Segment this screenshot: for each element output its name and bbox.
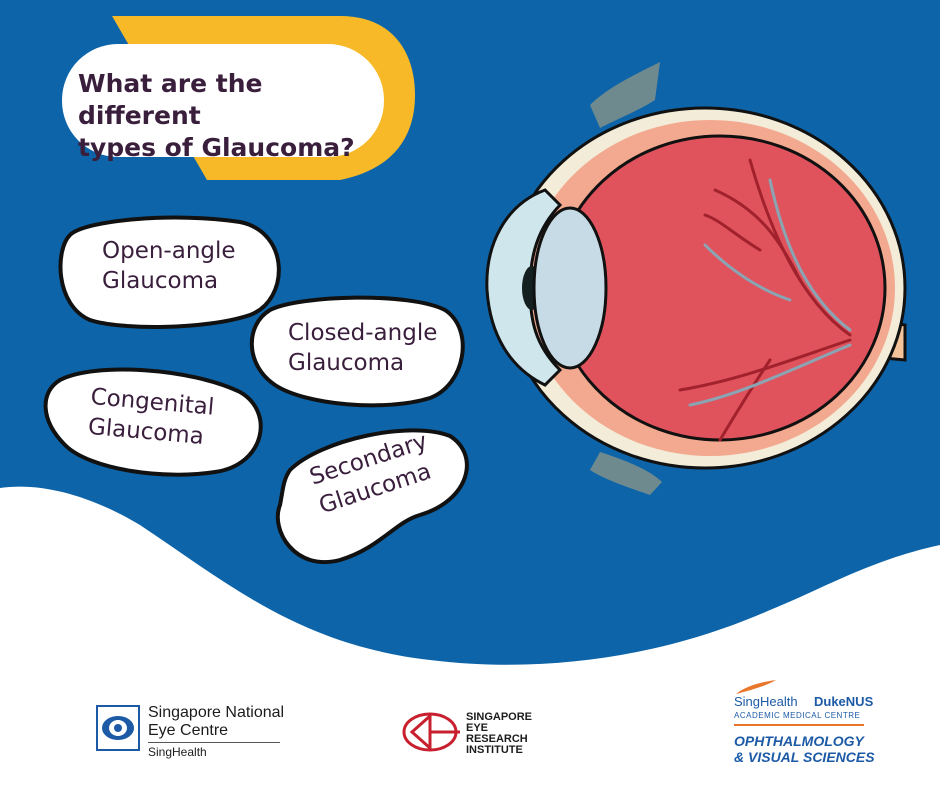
- singhealth-swoosh-icon: [736, 680, 776, 694]
- label-closed-angle: Closed-angle Glaucoma: [288, 318, 437, 378]
- snec-logo-divider: [148, 742, 280, 743]
- snec-logo-line-3: SingHealth: [148, 745, 207, 759]
- snec-logo-line-1: Singapore National: [148, 704, 285, 721]
- eye-muscle-bottom: [590, 452, 662, 495]
- title-line-2: types of Glaucoma?: [78, 133, 355, 162]
- amc-brand-2: DukeNUS: [814, 694, 874, 709]
- snec-logo-icon: [96, 705, 140, 751]
- amc-divider: [734, 724, 864, 726]
- seri-logo-line-3: RESEARCH: [466, 733, 528, 745]
- amc-line-1: OPHTHALMOLOGY: [734, 733, 864, 749]
- amc-brand-1: SingHealth: [734, 694, 798, 709]
- banner-white-pill: [62, 44, 384, 157]
- seri-logo-line-4: INSTITUTE: [466, 744, 523, 756]
- seri-logo-icon: [402, 712, 460, 752]
- label-open-angle: Open-angle Glaucoma: [102, 236, 236, 296]
- blood-vessels: [678, 158, 852, 442]
- title-banner: [62, 16, 415, 180]
- blob-closed-angle: [249, 295, 465, 408]
- label-congenital: Congenital Glaucoma: [87, 382, 216, 453]
- amc-subtitle: ACADEMIC MEDICAL CENTRE: [734, 711, 861, 720]
- page-title: What are the different types of Glaucoma…: [78, 68, 388, 164]
- lens: [532, 206, 608, 370]
- eye-illustration: [485, 62, 907, 495]
- eye-muscle-top: [590, 62, 660, 128]
- seri-logo-line-1: SINGAPORE: [466, 711, 533, 723]
- label-open-angle-line-2: Glaucoma: [102, 268, 219, 294]
- seri-logo-line-2: EYE: [466, 722, 489, 734]
- snec-logo-line-2: Eye Centre: [148, 722, 229, 739]
- blob-congenital: [43, 367, 263, 477]
- title-line-1: What are the different: [78, 69, 263, 130]
- blob-secondary: [275, 428, 469, 564]
- label-closed-angle-line-1: Closed-angle: [288, 320, 438, 346]
- blob-open-angle: [58, 215, 281, 329]
- blood-vessels-blue: [688, 178, 852, 407]
- label-open-angle-line-1: Open-angle: [102, 238, 236, 264]
- amc-line-2: & VISUAL SCIENCES: [734, 749, 875, 765]
- label-closed-angle-line-2: Glaucoma: [288, 350, 405, 376]
